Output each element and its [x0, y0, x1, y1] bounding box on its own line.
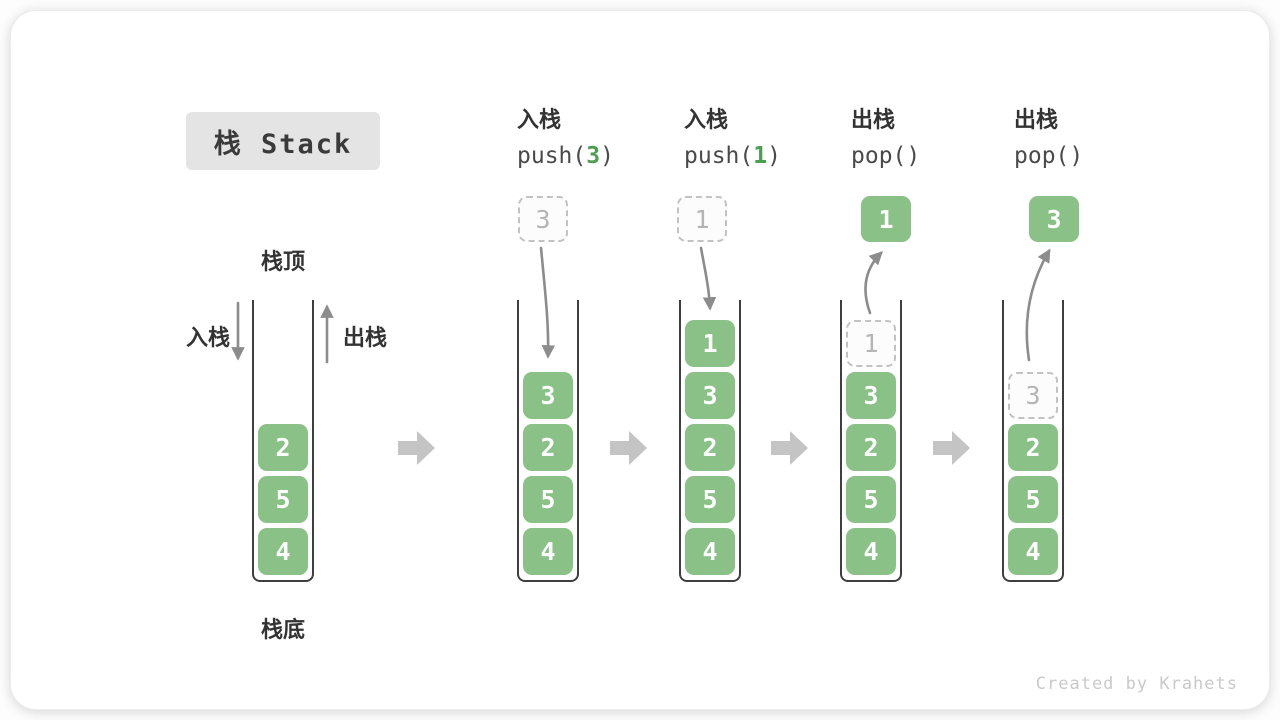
stack-cell: 5: [258, 476, 308, 523]
code-text: ): [767, 143, 781, 169]
ghost-cell: 1: [846, 320, 896, 367]
stack-bottom-label: 栈底: [260, 617, 305, 642]
stack-cell: 4: [523, 528, 573, 575]
code-text: push(: [517, 143, 587, 169]
code-text: ): [1069, 143, 1084, 169]
ghost-cell: 3: [1008, 372, 1058, 419]
stack-cell: 5: [685, 476, 735, 523]
operation-push-1: 入栈 push(1): [684, 106, 781, 170]
watermark: Created by Krahets: [1035, 674, 1238, 694]
stack-cell: 3: [685, 372, 735, 419]
code-arg: 3: [586, 143, 601, 169]
popped-value-box: 3: [1029, 196, 1079, 242]
operation-label: 出栈: [1014, 107, 1059, 132]
stack-cell: 2: [685, 424, 735, 471]
stack-cell: 2: [258, 424, 308, 471]
code-arg: 1: [753, 143, 768, 169]
code-text: ): [600, 143, 614, 169]
operation-label: 入栈: [517, 107, 562, 132]
operation-pop-1: 出栈 pop(): [851, 106, 920, 170]
stack-cell: 2: [846, 424, 896, 471]
stack-cell: 4: [685, 528, 735, 575]
stack-cell: 5: [523, 476, 573, 523]
stack-top-label: 栈顶: [260, 249, 305, 274]
code-text: ): [906, 143, 921, 169]
stack-cell: 3: [523, 372, 573, 419]
code-text: pop(: [851, 143, 907, 169]
operation-code: push(1): [684, 142, 781, 170]
stack-cell: 2: [1008, 424, 1058, 471]
stack-cell: 5: [846, 476, 896, 523]
stack-cell: 3: [846, 372, 896, 419]
stack-cell: 1: [685, 320, 735, 367]
operation-label: 入栈: [684, 107, 729, 132]
pop-side-label: 出栈: [343, 325, 388, 350]
stack-cell: 2: [523, 424, 573, 471]
operation-label: 出栈: [851, 107, 896, 132]
code-text: push(: [684, 143, 754, 169]
operation-code: pop(): [851, 142, 920, 170]
stack-cell: 4: [258, 528, 308, 575]
operation-code: pop(): [1014, 142, 1083, 170]
title-box: 栈 Stack: [186, 112, 380, 170]
stack-cell: 4: [1008, 528, 1058, 575]
code-text: pop(: [1014, 143, 1070, 169]
operation-push-3: 入栈 push(3): [517, 106, 614, 170]
push-side-label: 入栈: [185, 325, 230, 350]
page-title: 栈 Stack: [213, 128, 353, 160]
operation-pop-3: 出栈 pop(): [1014, 106, 1083, 170]
incoming-value-box: 1: [677, 196, 727, 242]
incoming-value-box: 3: [518, 196, 568, 242]
stack-cell: 5: [1008, 476, 1058, 523]
operation-code: push(3): [517, 142, 614, 170]
stack-cell: 4: [846, 528, 896, 575]
popped-value-box: 1: [861, 196, 911, 242]
